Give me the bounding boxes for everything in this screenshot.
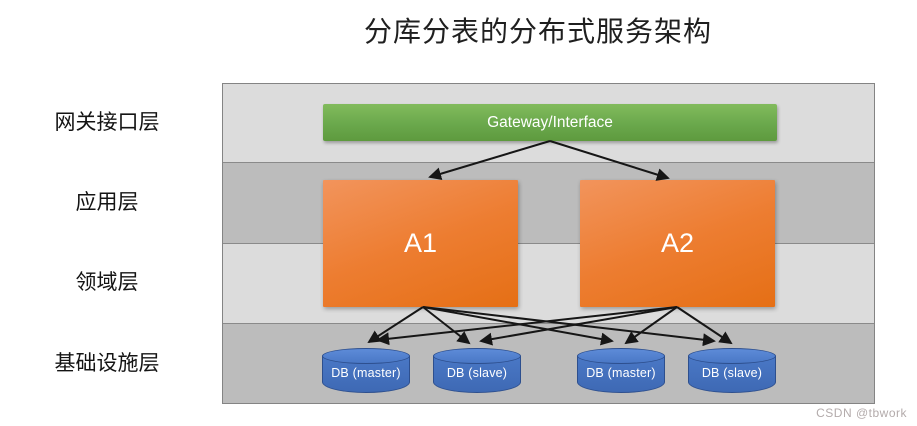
database-node-master-1: DB (master) xyxy=(322,348,410,393)
layer-label-gateway: 网关接口层 xyxy=(54,111,160,134)
gateway-node: Gateway/Interface xyxy=(323,104,777,141)
service-node-a1: A1 xyxy=(323,180,518,307)
gateway-node-label: Gateway/Interface xyxy=(487,113,613,131)
database-node-slave-1: DB (slave) xyxy=(433,348,521,393)
database-cylinder-icon xyxy=(322,348,410,364)
page-title: 分库分表的分布式服务架构 xyxy=(363,16,712,47)
database-cylinder-icon xyxy=(433,348,521,364)
database-cylinder-icon xyxy=(688,348,776,364)
database-cylinder-icon xyxy=(577,348,665,364)
layer-label-application: 应用层 xyxy=(75,191,139,214)
band-domain-layer xyxy=(223,244,874,324)
database-node-master-2: DB (master) xyxy=(577,348,665,393)
database-label: DB (master) xyxy=(586,366,656,380)
database-label: DB (slave) xyxy=(701,366,763,380)
watermark: CSDN @tbwork xyxy=(816,406,907,420)
database-label: DB (slave) xyxy=(446,366,508,380)
database-node-slave-2: DB (slave) xyxy=(688,348,776,393)
service-node-a2-label: A2 xyxy=(660,228,695,258)
layer-label-infrastructure: 基础设施层 xyxy=(54,352,160,375)
band-application-layer xyxy=(223,163,874,244)
database-label: DB (master) xyxy=(331,366,401,380)
service-node-a2: A2 xyxy=(580,180,775,307)
layer-label-domain: 领域层 xyxy=(75,271,139,294)
band-infrastructure-layer xyxy=(223,324,874,403)
service-node-a1-label: A1 xyxy=(403,228,438,258)
